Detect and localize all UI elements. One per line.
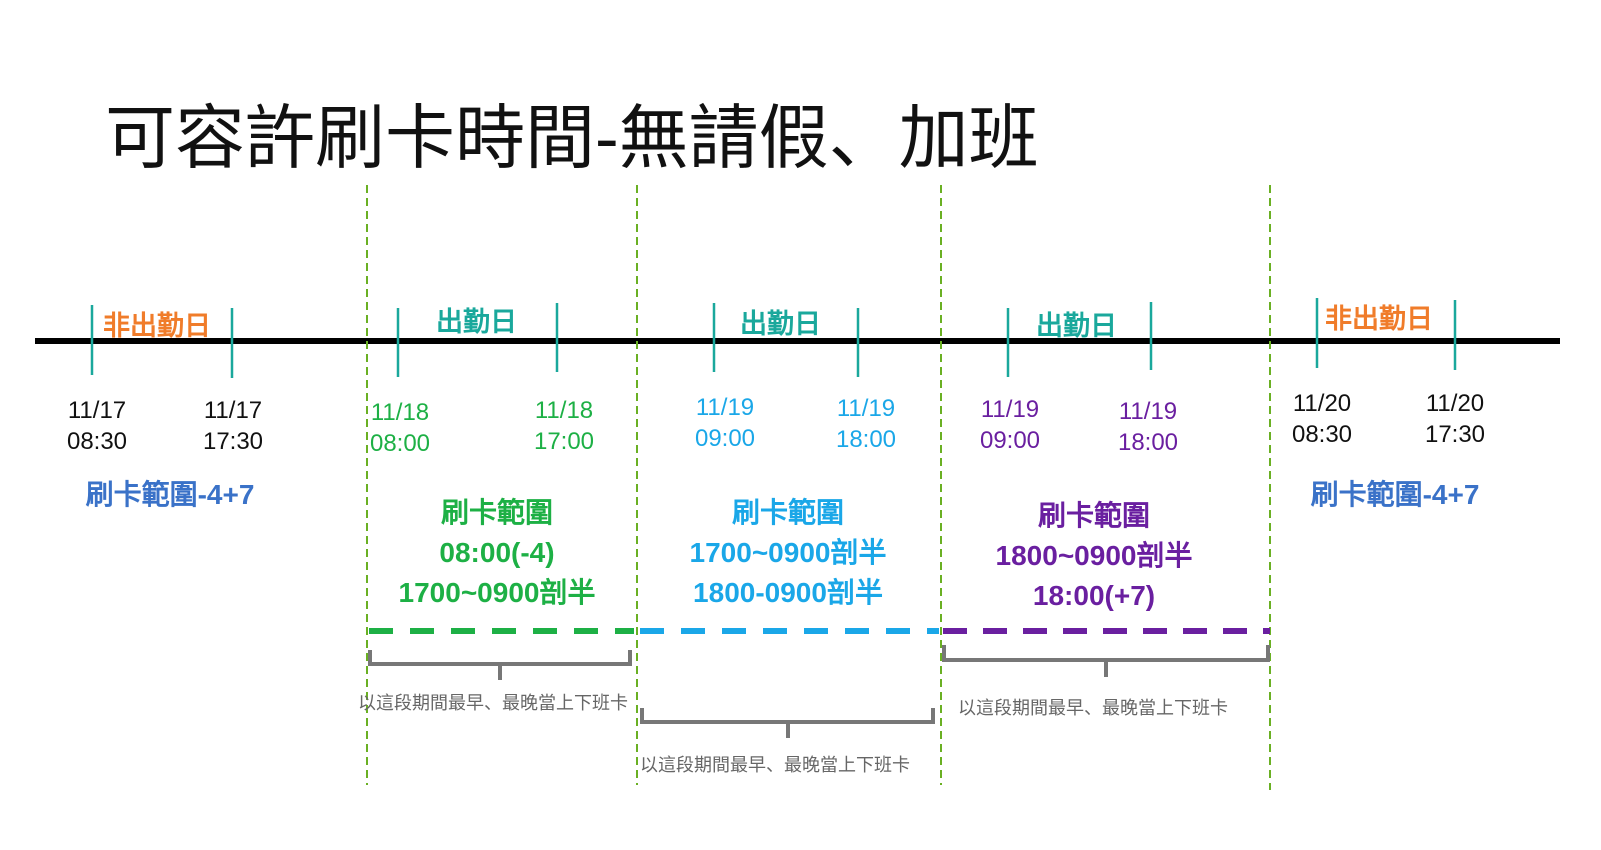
day-label-off: 非出勤日 bbox=[1325, 304, 1433, 334]
range-line: 1800-0900剖半 bbox=[693, 577, 883, 608]
day-label-work: 出勤日 bbox=[1036, 311, 1117, 341]
date-start: 11/17 08:30 bbox=[66, 397, 128, 455]
page-title: 可容許刷卡時間-無請假、加班 bbox=[105, 97, 1039, 179]
day-label-off: 非出勤日 bbox=[103, 311, 211, 341]
date-end: 11/18 17:00 bbox=[533, 397, 595, 455]
brackets bbox=[368, 645, 1270, 738]
range-line: 刷卡範圍 bbox=[1037, 500, 1150, 531]
bracket-note: 以這段期間最早、最晚當上下班卡 bbox=[958, 698, 1228, 719]
bracket-note: 以這段期間最早、最晚當上下班卡 bbox=[640, 755, 910, 776]
date-end: 11/19 18:00 bbox=[835, 395, 897, 453]
punch-range: 刷卡範圍 1800~0900剖半 18:00(+7) bbox=[944, 496, 1244, 616]
date-start: 11/20 08:30 bbox=[1291, 390, 1353, 448]
range-line: 08:00(-4) bbox=[439, 537, 555, 568]
range-line: 刷卡範圍 bbox=[731, 497, 844, 528]
date-end: 11/20 17:30 bbox=[1424, 390, 1486, 448]
range-line: 1700~0900剖半 bbox=[689, 537, 887, 568]
date-end: 11/17 17:30 bbox=[202, 397, 264, 455]
day-label-work: 出勤日 bbox=[436, 307, 517, 337]
range-line: 18:00(+7) bbox=[1032, 580, 1156, 611]
punch-range: 刷卡範圍 08:00(-4) 1700~0900剖半 bbox=[347, 493, 647, 613]
date-end: 11/19 18:00 bbox=[1117, 398, 1179, 456]
date-start: 11/19 09:00 bbox=[979, 396, 1041, 454]
date-start: 11/19 09:00 bbox=[694, 394, 756, 452]
range-line: 刷卡範圍 bbox=[440, 497, 553, 528]
period-guides bbox=[366, 185, 1271, 790]
range-line: 1700~0900剖半 bbox=[398, 577, 596, 608]
date-start: 11/18 08:00 bbox=[369, 399, 431, 457]
range-line: 1800~0900剖半 bbox=[995, 540, 1193, 571]
punch-range: 刷卡範圍-4+7 bbox=[85, 479, 255, 510]
bracket-note: 以這段期間最早、最晚當上下班卡 bbox=[358, 693, 628, 714]
punch-range: 刷卡範圍 1700~0900剖半 1800-0900剖半 bbox=[638, 493, 938, 613]
punch-range: 刷卡範圍-4+7 bbox=[1310, 479, 1480, 510]
shift-ticks bbox=[90, 298, 1457, 378]
day-label-work: 出勤日 bbox=[740, 309, 821, 339]
